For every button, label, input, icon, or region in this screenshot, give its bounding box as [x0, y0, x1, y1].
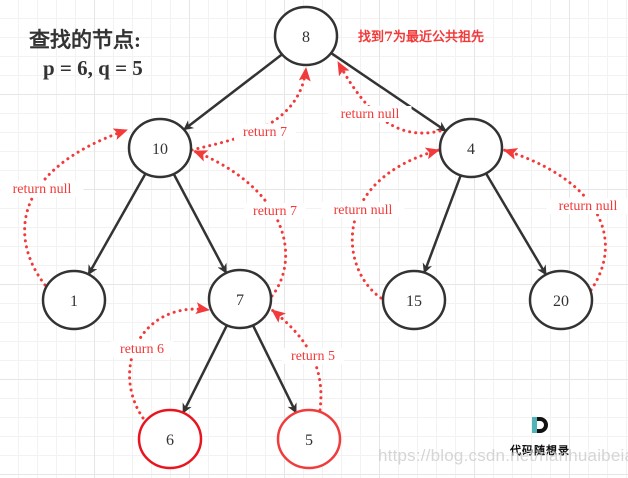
- tree-node-20: 20: [528, 269, 594, 331]
- return-label-bg: [244, 203, 306, 219]
- tree-node-7: 7: [207, 268, 273, 330]
- node-circle: [276, 408, 342, 470]
- tree-node-15: 15: [381, 269, 447, 331]
- logo-name: 代码随想录: [510, 444, 570, 457]
- return-label-bg: [282, 348, 344, 364]
- tree-node-5: 5: [276, 408, 342, 470]
- node-circle: [528, 269, 594, 331]
- node-circle: [381, 269, 447, 331]
- return-label-bg: [546, 198, 628, 214]
- node-value: 5: [305, 432, 313, 449]
- nodes-layer: 8 10 4 1 7 15 20 6 5: [41, 5, 594, 470]
- return-arrow-n6-n7: [128, 302, 211, 420]
- tree-node-8: 8: [273, 5, 339, 67]
- edges-layer: [87, 51, 548, 414]
- tree-edge-n10-n7: [172, 173, 228, 274]
- node-circle: [41, 269, 107, 331]
- return-label-n10-n8: return 7: [243, 125, 287, 140]
- return-label-n6-n7: return 6: [120, 342, 164, 357]
- query-title-line1: 查找的节点:: [29, 28, 141, 52]
- return-label-n15-n4: return null: [334, 203, 393, 218]
- node-value: 20: [553, 293, 569, 310]
- node-value: 15: [406, 293, 422, 310]
- return-label-n7-n10: return 7: [253, 204, 297, 219]
- return-labels-layer: return 7 return null return null return 7 re…: [0, 106, 628, 364]
- return-label-n1-n10: return null: [13, 182, 72, 197]
- node-circle: [438, 117, 504, 179]
- tree-edge-n8-n4: [330, 51, 447, 133]
- tree-node-4: 4: [438, 117, 504, 179]
- node-value: 6: [166, 432, 174, 449]
- watermark: https://blog.csdn.net/nanhuaibeian: [378, 446, 628, 465]
- node-value: 4: [467, 141, 475, 158]
- tree-edge-n4-n15: [422, 174, 462, 274]
- logo-d-icon: [530, 415, 550, 435]
- tree-node-10: 10: [127, 117, 193, 179]
- return-arrow-n15-n4: [350, 147, 441, 300]
- node-circle: [127, 117, 193, 179]
- return-arrow-n4-n8: [336, 60, 442, 135]
- node-circle: [207, 268, 273, 330]
- tree-edge-n8-n10: [183, 53, 283, 131]
- return-arrow-n7-n10: [192, 149, 288, 298]
- return-label-n4-n8: return null: [341, 107, 400, 122]
- return-label-n20-n4: return null: [559, 199, 618, 214]
- tree-edge-n10-n1: [87, 173, 147, 276]
- tree-node-1: 1: [41, 269, 107, 331]
- return-label-bg: [234, 124, 296, 140]
- return-arrow-n1-n10: [23, 128, 129, 287]
- tree-edge-n7-n6: [182, 324, 228, 414]
- node-value: 8: [302, 29, 310, 46]
- node-value: 10: [152, 141, 168, 158]
- return-label-bg: [0, 181, 84, 197]
- return-arrows-layer: [23, 60, 607, 420]
- query-title: 查找的节点: p = 6, q = 5: [29, 26, 143, 82]
- node-circle: [137, 408, 203, 470]
- query-title-line2: p = 6, q = 5: [43, 56, 143, 80]
- return-label-bg: [328, 106, 412, 122]
- result-note: 找到7为最近公共祖先: [358, 30, 485, 45]
- tree-node-6: 6: [137, 408, 203, 470]
- node-circle: [273, 5, 339, 67]
- return-label-n5-n7: return 5: [291, 349, 335, 364]
- tree-edge-n7-n5: [251, 324, 298, 414]
- node-value: 1: [70, 293, 78, 310]
- return-label-bg: [321, 202, 405, 218]
- logo: 代码随想录: [494, 415, 586, 458]
- node-value: 7: [236, 292, 244, 309]
- return-label-bg: [111, 341, 173, 357]
- tree-edge-n4-n20: [484, 172, 548, 276]
- return-arrow-n20-n4: [502, 148, 607, 292]
